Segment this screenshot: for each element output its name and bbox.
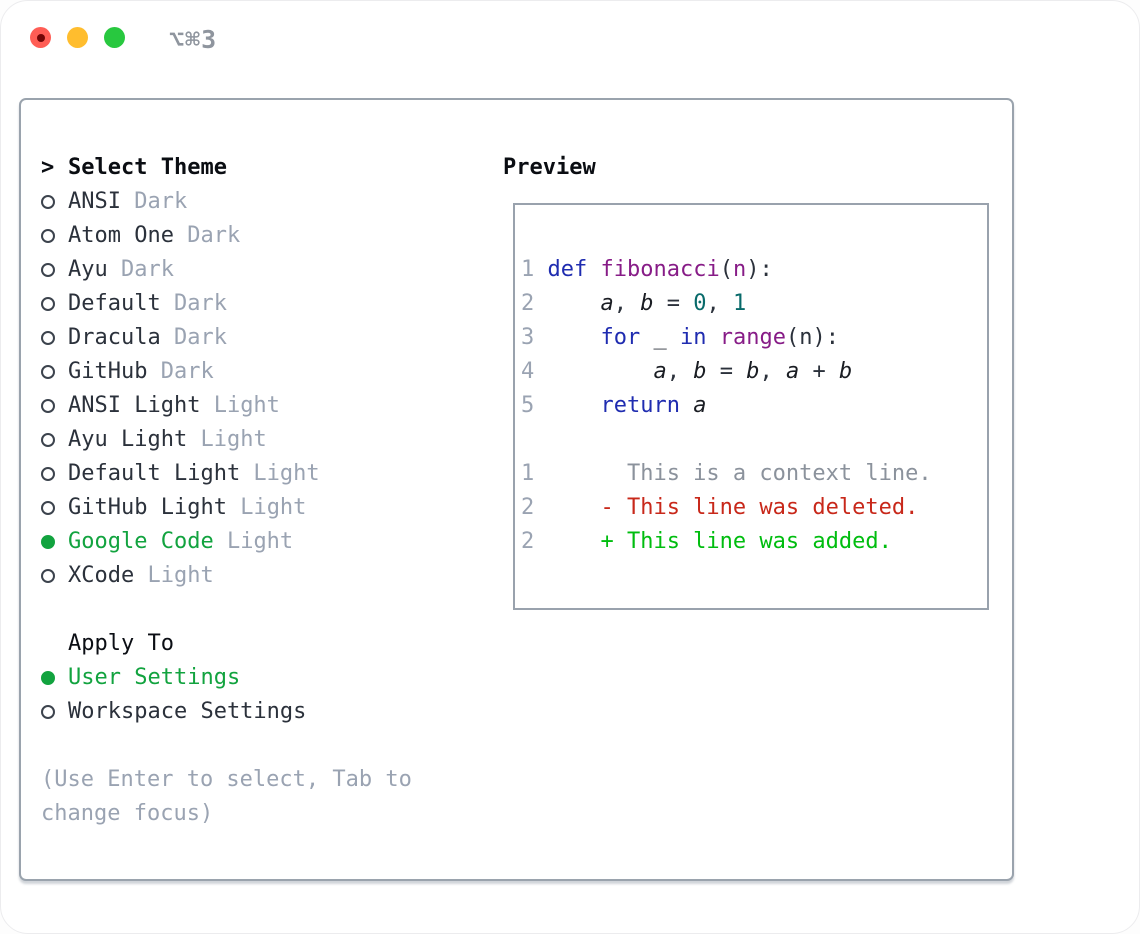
theme-variant: Light [240,461,320,486]
radio-icon [41,331,55,345]
theme-name: ANSI [68,189,121,214]
theme-list-header: > Select Theme [41,151,320,185]
radio-icon [41,229,55,243]
theme-variant: Light [200,393,280,418]
theme-name: XCode [68,563,135,588]
theme-variant: Light [187,427,267,452]
theme-variant: Dark [107,257,174,282]
cursor-chevron-icon: > [41,155,55,180]
preview-line: 4 a, b = b, a + b [521,355,987,389]
apply-option-user-settings[interactable]: User Settings [41,661,306,695]
theme-name: GitHub Light [68,495,227,520]
apply-to-header: Apply To [41,627,306,661]
theme-option-google-code[interactable]: Google Code Light [41,525,320,559]
theme-name: ANSI Light [68,393,201,418]
line-number: 5 [521,393,535,418]
theme-option-default[interactable]: Default Dark [41,287,320,321]
preview-line: 2 a, b = 0, 1 [521,287,987,321]
theme-option-github-light[interactable]: GitHub Light Light [41,491,320,525]
radio-icon [41,433,55,447]
line-number: 1 [521,257,535,282]
preview-title: Preview [503,155,596,180]
preview-line: 2 + This line was added. [521,525,987,559]
theme-option-ansi-light[interactable]: ANSI Light Light [41,389,320,423]
theme-option-ayu-light[interactable]: Ayu Light Light [41,423,320,457]
line-number: 2 [521,495,535,520]
line-number: 3 [521,325,535,350]
radio-icon [41,535,55,549]
radio-icon [41,365,55,379]
close-button-icon[interactable] [30,27,51,48]
theme-name: Google Code [68,529,214,554]
theme-variant: Dark [147,359,214,384]
line-number: 4 [521,359,535,384]
theme-variant: Light [134,563,214,588]
theme-option-ansi[interactable]: ANSI Dark [41,185,320,219]
theme-list-title: Select Theme [68,155,227,180]
preview-line: 1 This is a context line. [521,457,987,491]
radio-icon [41,467,55,481]
theme-option-ayu[interactable]: Ayu Dark [41,253,320,287]
title-bar: ⌥⌘3 [1,1,1139,73]
zoom-button-icon[interactable] [104,27,125,48]
theme-option-xcode[interactable]: XCode Light [41,559,320,593]
theme-option-atom-one[interactable]: Atom One Dark [41,219,320,253]
apply-option-label: User Settings [68,665,241,690]
theme-option-dracula[interactable]: Dracula Dark [41,321,320,355]
theme-variant: Dark [120,189,188,214]
theme-variant: Dark [160,291,227,316]
hint-line: change focus) [41,801,214,826]
radio-icon [41,501,55,515]
radio-icon [41,297,55,311]
radio-icon [41,399,55,413]
radio-icon [41,705,55,719]
radio-icon [41,569,55,583]
theme-name: GitHub [68,359,148,384]
radio-icon [41,263,55,277]
theme-variant: Dark [173,223,241,248]
hint-line: (Use Enter to select, Tab to [41,767,412,792]
window-title: ⌥⌘3 [169,25,218,54]
preview-line: 2 - This line was deleted. [521,491,987,525]
apply-option-workspace-settings[interactable]: Workspace Settings [41,695,306,729]
theme-variant: Light [226,495,307,520]
keyboard-hint: (Use Enter to select, Tab to change focus… [41,763,412,831]
preview-line: 3 for _ in range(n): [521,321,987,355]
preview-line [521,423,987,457]
apply-option-label: Workspace Settings [68,699,307,724]
theme-option-github[interactable]: GitHub Dark [41,355,320,389]
apply-to-title: Apply To [68,631,174,656]
theme-option-default-light[interactable]: Default Light Light [41,457,320,491]
theme-variant: Light [213,529,294,554]
theme-name: Dracula [68,325,161,350]
theme-name: Ayu [68,257,108,282]
minimize-button-icon[interactable] [67,27,88,48]
line-number: 2 [521,291,535,316]
theme-name: Default [68,291,161,316]
theme-name: Atom One [68,223,174,248]
line-number: 2 [521,529,535,554]
theme-name: Ayu Light [68,427,188,452]
theme-name: Default Light [68,461,241,486]
theme-variant: Dark [160,325,227,350]
radio-icon [41,671,55,685]
radio-icon [41,195,55,209]
preview-line: 5 return a [521,389,987,423]
line-number: 1 [521,461,535,486]
